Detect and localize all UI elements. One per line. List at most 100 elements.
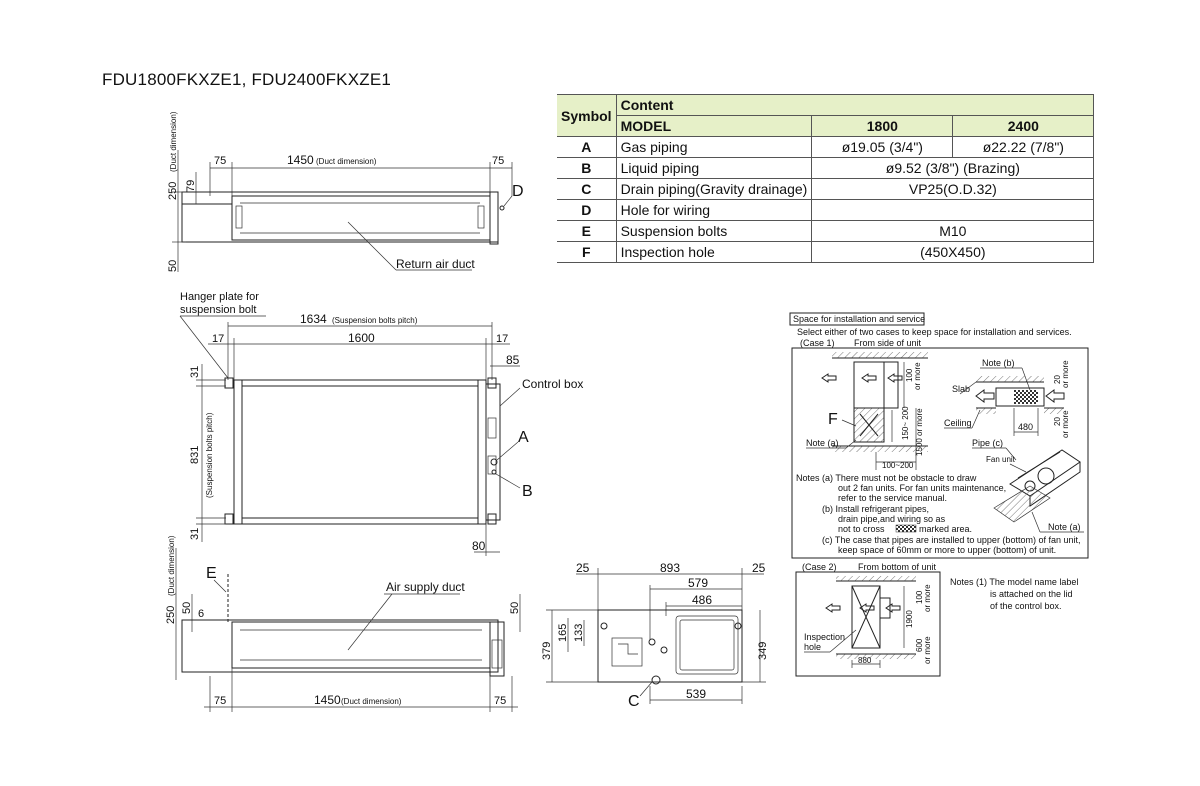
pipe-connection (660, 646, 668, 654)
duct-dimension-label: (Duct dimension) (316, 157, 377, 166)
control-box (485, 383, 501, 521)
dim-480: 480 (1018, 422, 1033, 432)
leader-line (213, 579, 227, 593)
control-box-side (489, 191, 499, 245)
control-box-sketch (879, 597, 891, 619)
arrow-left-icon (821, 373, 837, 383)
unit-body-top (181, 191, 499, 243)
page-title: FDU1800FKXZE1, FDU2400FKXZE1 (102, 70, 392, 89)
wiring-hole (499, 205, 505, 211)
inspection-hole-label: Inspection (804, 632, 845, 642)
table-header-row: MODEL 1800 2400 (557, 115, 1095, 137)
leader-line (841, 419, 857, 427)
side-view: 25 893 25 579 486 C 379 165 133 34 (541, 561, 769, 710)
pipe-connection (648, 638, 656, 646)
row-content: Drain piping(Gravity drainage) (615, 178, 813, 200)
dim-250: 250 (165, 606, 177, 624)
no-cross-area (1014, 390, 1038, 404)
note-a-left: Note (a) (806, 438, 839, 448)
suspension-bolts-pitch-label: (Suspension bolts pitch) (205, 412, 214, 498)
leader-line (1031, 511, 1041, 533)
note-b-text: (b) Install refrigerant pipes, (822, 504, 929, 514)
leader-line (971, 409, 981, 429)
gas-pipe-connection (490, 458, 498, 466)
dim-17-left: 17 (212, 333, 224, 345)
return-air-duct-flange (231, 195, 491, 241)
fan-unit-sketch (1017, 451, 1061, 479)
drain-connection (651, 675, 661, 685)
dim-75-right: 75 (492, 155, 504, 167)
floor-hatch (832, 446, 928, 452)
ceiling-hatch (836, 576, 916, 581)
or-more: or more (913, 362, 922, 390)
dim-100-200: 100~200 (882, 461, 914, 470)
model-note: Notes (1) The model name label (950, 577, 1078, 587)
service-space-panel: Space for installation and service Selec… (789, 312, 1089, 677)
pipe-c-label: Pipe (c) (972, 438, 1003, 448)
suspension-bolts-pitch-label: (Suspension bolts pitch) (332, 316, 418, 325)
arrow-left-icon (975, 389, 995, 403)
control-box-side (489, 621, 505, 677)
table-row: C Drain piping(Gravity drainage) VP25(O.… (557, 178, 1095, 200)
leader-line (347, 221, 397, 271)
bracket (235, 205, 243, 229)
drain-path (618, 643, 638, 655)
note-c-text: (c) The case that pipes are installed to… (822, 535, 1080, 545)
dim-50: 50 (167, 260, 179, 272)
note-b-text: drain pipe,and wiring so as (838, 514, 946, 524)
arrow-left-icon (887, 373, 903, 383)
service-intro: Select either of two cases to keep space… (797, 327, 1072, 337)
unit-sketch-box (883, 361, 899, 409)
leader-line (496, 441, 519, 461)
model-note: of the control box. (990, 601, 1062, 611)
label-d: D (512, 183, 524, 200)
arrow-left-icon (859, 603, 875, 613)
dim-20-a: 20 (1053, 375, 1062, 384)
header-model: MODEL (616, 115, 813, 137)
dim-1600: 1600 (348, 331, 375, 345)
arrow-left-icon (885, 603, 901, 613)
case1-box (791, 347, 1089, 559)
table-row: A Gas piping ø19.05 (3/4") ø22.22 (7/8") (557, 136, 1095, 158)
dim-349: 349 (757, 642, 769, 660)
fan-unit-label: Fan unit (986, 455, 1016, 464)
model-note: is attached on the lid (990, 589, 1073, 599)
inspection-hole-label: hole (804, 642, 821, 652)
duct-dimension-label: (Duct dimension) (341, 697, 402, 706)
dim-1634: 1634 (300, 312, 327, 326)
unit-sketch (853, 361, 885, 409)
dim-31-bottom: 31 (189, 528, 201, 540)
dim-379: 379 (541, 642, 553, 660)
fan-casing (675, 615, 739, 675)
service-title: Space for installation and service (793, 314, 925, 324)
air-supply-duct-flange (231, 621, 491, 669)
unit-body-bottom (181, 619, 499, 673)
case2-label: (Case 2) (802, 562, 837, 572)
leader-line (503, 195, 513, 207)
dim-79: 79 (185, 180, 197, 192)
plan-view: Hanger plate for suspension bolt 1634 (S… (179, 291, 583, 556)
unit-body-side (597, 609, 743, 683)
dim-486: 486 (692, 593, 712, 607)
leader-line (1005, 447, 1017, 461)
hanger-plate (487, 513, 497, 525)
return-air-duct-label: Return air duct (396, 257, 475, 271)
note-b-text: not to cross (838, 524, 885, 534)
dim-1450: 1450 (314, 693, 341, 707)
hanger-plate-label: Hanger plate for (180, 291, 259, 303)
dim-25-left: 25 (576, 561, 590, 575)
header-2400: 2400 (952, 115, 1095, 137)
row-content: Inspection hole (615, 241, 813, 263)
leader-line (499, 387, 521, 407)
hanger-plate (487, 377, 497, 389)
fan-unit-sketch (1009, 449, 1081, 497)
case1-label: (Case 1) (800, 338, 835, 348)
arrow-left-icon (825, 603, 841, 613)
table-row: D Hole for wiring (557, 199, 1095, 221)
control-box-label: Control box (522, 377, 583, 391)
or-more: or more (923, 636, 932, 664)
dim-80: 80 (472, 539, 486, 553)
or-more: or more (923, 584, 932, 612)
row-content: Suspension bolts (615, 220, 813, 242)
